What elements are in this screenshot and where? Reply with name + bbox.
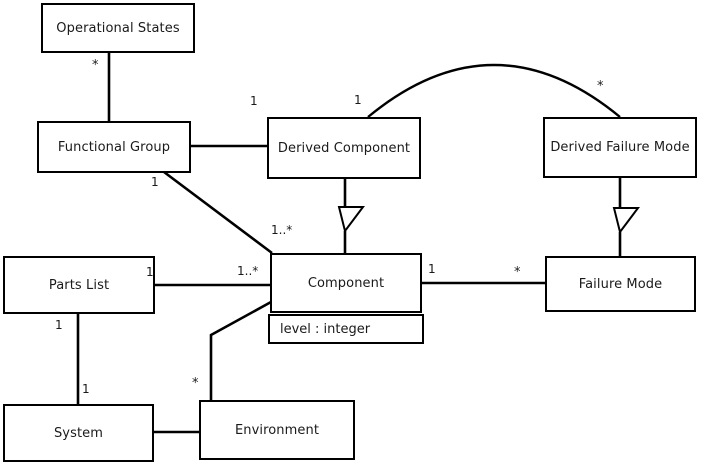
class-name-label: Failure Mode (578, 276, 663, 292)
class-box-derived-failure-mode[interactable]: Derived Failure Mode (543, 117, 697, 178)
assoc-functional-group-component (163, 170, 273, 255)
assoc-environment-component (209, 300, 272, 400)
multiplicity-label-functional-group-bottom: 1 (151, 175, 159, 189)
class-box-system[interactable]: System (3, 404, 154, 462)
multiplicity-label-derived-component-left: 1 (250, 94, 258, 108)
multiplicity-label-arc-right: * (597, 79, 604, 94)
assoc-derived-component-derived-failure-mode (367, 63, 621, 118)
generalization-triangle-icon (337, 206, 365, 234)
attribute-compartment-component[interactable]: level : integer (268, 314, 424, 344)
class-box-parts-list[interactable]: Parts List (3, 256, 155, 314)
attribute-label: level : integer (280, 321, 371, 337)
multiplicity-label-failure-mode-left: * (514, 265, 521, 280)
class-box-component[interactable]: Component (270, 253, 422, 313)
class-name-label: Component (307, 275, 385, 291)
multiplicity-label-operational-states: * (92, 58, 99, 73)
multiplicity-label-component-right: 1 (428, 262, 436, 276)
class-name-label: Parts List (48, 277, 110, 293)
class-name-label: Derived Component (277, 140, 411, 156)
class-name-label: Functional Group (57, 139, 171, 155)
multiplicity-label-parts-list-bottom: 1 (55, 318, 63, 332)
class-name-label: Derived Failure Mode (550, 140, 690, 155)
class-box-operational-states[interactable]: Operational States (41, 3, 195, 53)
class-name-label: Environment (234, 422, 320, 438)
class-name-label: System (53, 425, 104, 441)
multiplicity-label-parts-list-right: 1 (146, 265, 154, 279)
multiplicity-label-environment-top: * (192, 376, 199, 391)
multiplicity-label-arc-left: 1 (354, 93, 362, 107)
multiplicity-label-system-top: 1 (82, 382, 90, 396)
generalization-triangle-icon (612, 207, 640, 235)
class-name-label: Operational States (56, 20, 180, 36)
multiplicity-label-component-top-left: 1..* (271, 223, 293, 237)
class-box-failure-mode[interactable]: Failure Mode (545, 256, 696, 312)
class-box-derived-component[interactable]: Derived Component (267, 117, 421, 179)
multiplicity-label-component-left: 1..* (237, 264, 259, 278)
class-box-environment[interactable]: Environment (199, 400, 355, 460)
class-box-functional-group[interactable]: Functional Group (37, 121, 191, 173)
